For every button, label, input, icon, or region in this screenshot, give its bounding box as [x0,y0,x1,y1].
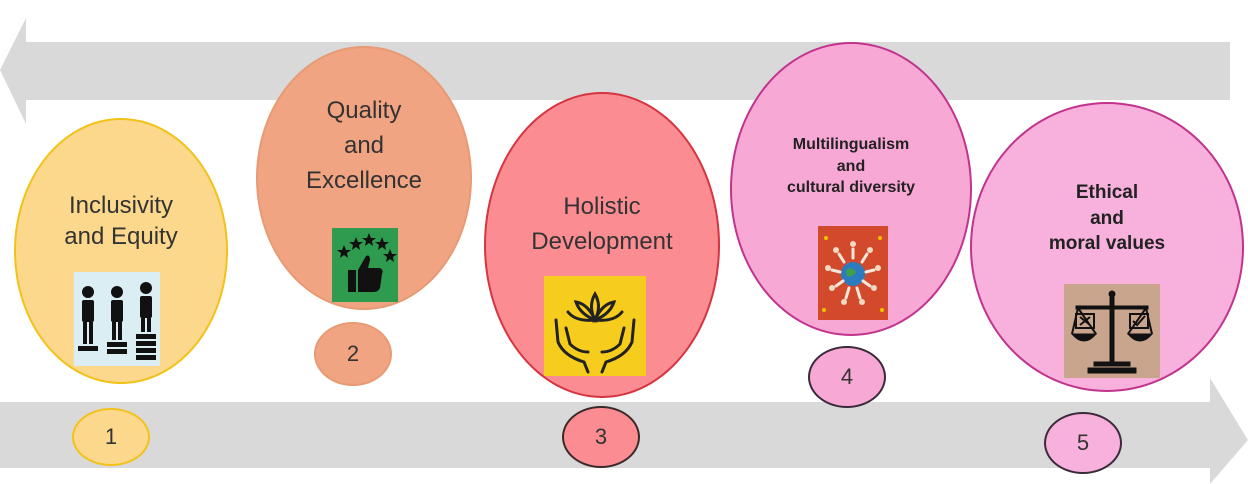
step-2-number: 2 [314,322,392,386]
step-3-number: 3 [562,406,640,468]
step-1-label: Inclusivity and Equity [64,192,178,251]
lotus-hands-icon [544,276,646,376]
step-1-number: 1 [72,408,150,466]
balance-scale-icon [1064,284,1160,378]
globe-people-icon [818,226,888,320]
step-4-label: Multilingualism and cultural diversity [786,136,916,197]
step-5-label: Ethical and moral values [1048,182,1166,255]
step-3-label: Holistic Development [531,193,673,255]
step-4-number: 4 [808,346,886,408]
people-on-steps-icon [74,272,160,366]
step-2-label: Quality and Excellence [305,97,423,194]
thumbs-up-stars-icon [332,228,398,302]
step-5-number: 5 [1044,412,1122,474]
